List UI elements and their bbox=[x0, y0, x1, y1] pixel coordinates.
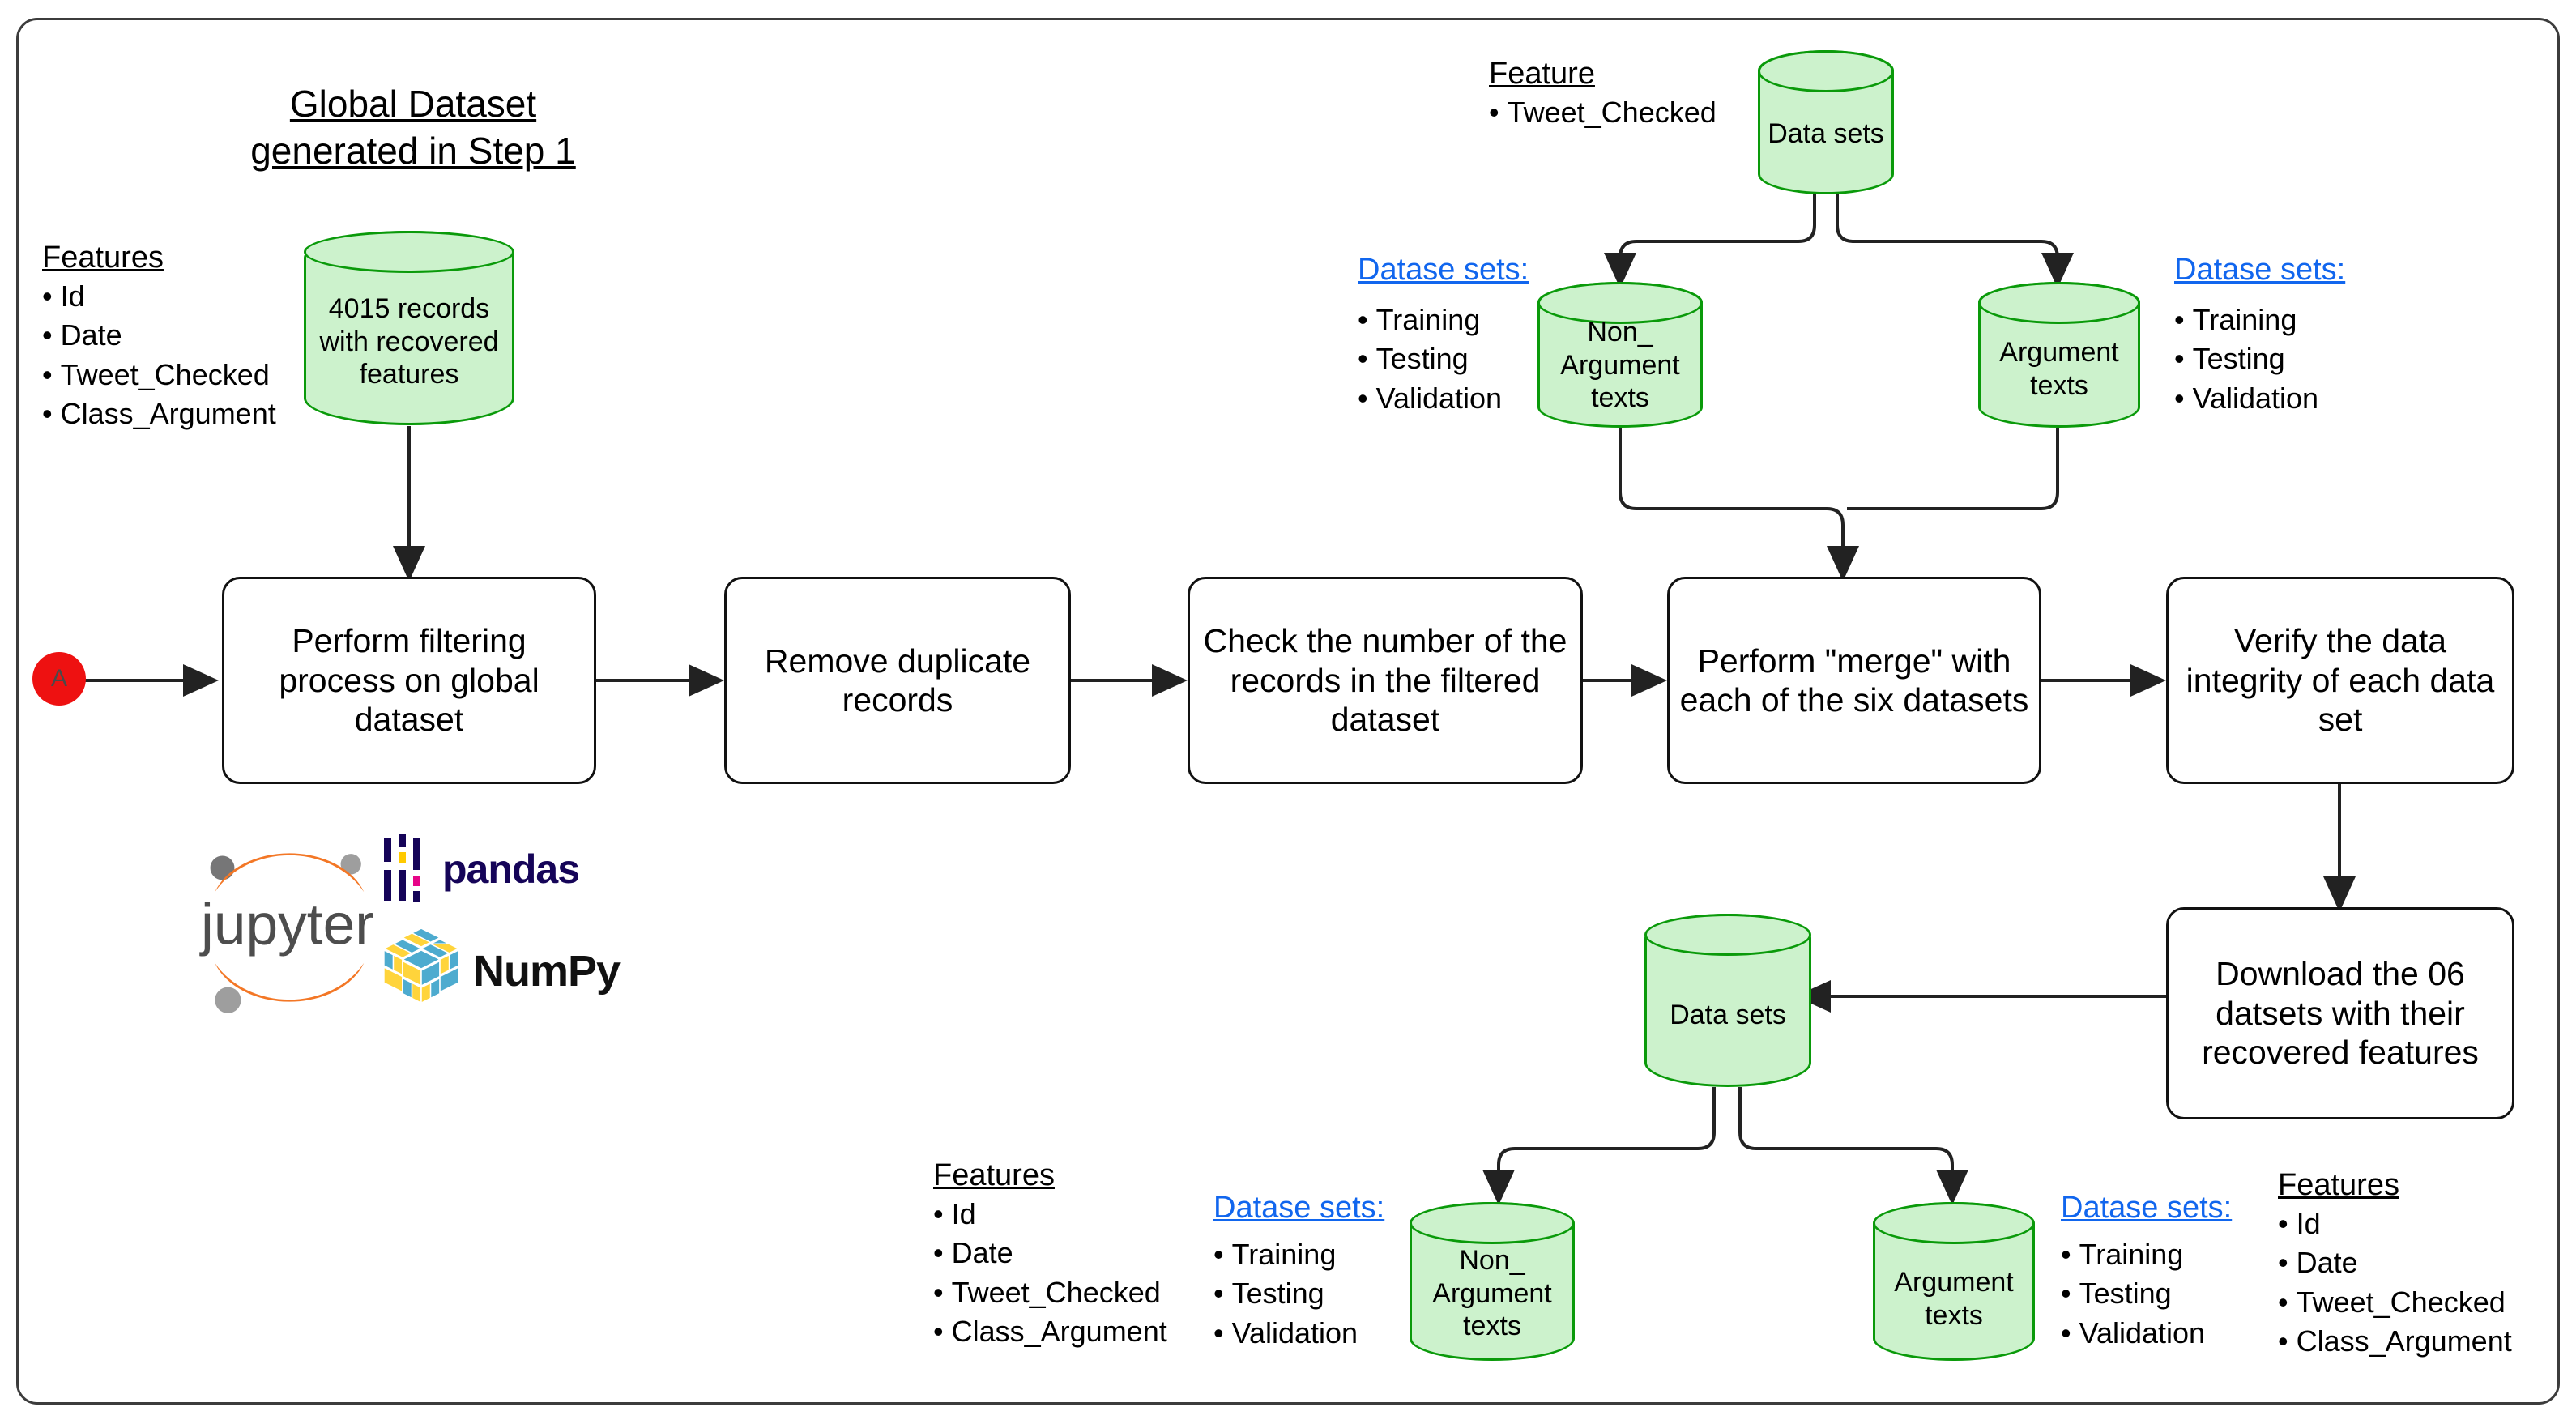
list-item: Validation bbox=[2174, 379, 2345, 418]
left-features-block: Features Id Date Tweet_Checked Class_Arg… bbox=[42, 239, 276, 433]
list-item: Testing bbox=[2061, 1274, 2232, 1313]
jupyter-logo: jupyter bbox=[194, 834, 381, 1021]
process-label: Remove duplicate records bbox=[764, 642, 1031, 718]
cylinder-top-data-sets: Data sets bbox=[1758, 50, 1894, 194]
list-item: Class_Argument bbox=[933, 1312, 1167, 1351]
list-item: Date bbox=[2278, 1243, 2512, 1282]
list-item: Id bbox=[933, 1195, 1167, 1234]
cylinder-cap bbox=[1758, 50, 1894, 92]
top-left-datasets-heading: Datase sets: bbox=[1358, 253, 1529, 287]
list-item: Testing bbox=[2174, 339, 2345, 378]
cylinder-bottom-argument-texts: Argument texts bbox=[1873, 1202, 2035, 1361]
cylinder-cap bbox=[1537, 282, 1703, 324]
cylinder-cap bbox=[304, 231, 514, 273]
cylinder-label: 4015 records with recovered features bbox=[319, 292, 499, 390]
tool-logos-group: jupyter pandas bbox=[194, 826, 621, 1053]
bottom-left-datasets-block: Datase sets: Training Testing Validation bbox=[1213, 1189, 1384, 1353]
list-item: Testing bbox=[1213, 1274, 1384, 1313]
list-item: Tweet_Checked bbox=[42, 356, 276, 394]
bottom-left-datasets-heading: Datase sets: bbox=[1213, 1191, 1385, 1225]
diagram-frame bbox=[16, 18, 2560, 1405]
process-label: Check the number of the records in the f… bbox=[1203, 622, 1567, 739]
process-box-perform-merge[interactable]: Perform "merge" with each of the six dat… bbox=[1667, 577, 2041, 784]
jupyter-wordmark: jupyter bbox=[199, 893, 374, 957]
list-item: Validation bbox=[2061, 1314, 2232, 1353]
process-label: Perform filtering process on global data… bbox=[279, 622, 540, 739]
cylinder-label: Non_ Argument texts bbox=[1432, 1244, 1552, 1342]
list-item: Training bbox=[2174, 301, 2345, 339]
top-right-datasets-list: Training Testing Validation bbox=[2174, 301, 2345, 418]
list-item: Id bbox=[42, 277, 276, 316]
cylinder-label: Data sets bbox=[1670, 999, 1786, 1030]
process-box-verify-integrity[interactable]: Verify the data integrity of each data s… bbox=[2166, 577, 2514, 784]
cylinder-cap bbox=[1873, 1202, 2035, 1244]
left-features-heading: Features bbox=[42, 241, 164, 275]
numpy-logo: NumPy bbox=[382, 927, 621, 1015]
pandas-mark-icon bbox=[382, 834, 431, 904]
cylinder-label: Argument texts bbox=[1999, 337, 2119, 401]
bottom-left-datasets-list: Training Testing Validation bbox=[1213, 1235, 1384, 1353]
list-item: Validation bbox=[1358, 379, 1529, 418]
cylinder-cap bbox=[1410, 1202, 1575, 1244]
list-item: Date bbox=[933, 1234, 1167, 1273]
cylinder-label: Argument texts bbox=[1894, 1267, 2014, 1331]
top-right-datasets-heading: Datase sets: bbox=[2174, 253, 2346, 287]
pandas-wordmark: pandas bbox=[442, 846, 580, 892]
cylinder-top-non-argument-texts: Non_ Argument texts bbox=[1537, 282, 1703, 428]
list-item: Testing bbox=[1358, 339, 1529, 378]
bottom-right-datasets-block: Datase sets: Training Testing Validation bbox=[2061, 1189, 2232, 1353]
list-item: Tweet_Checked bbox=[933, 1273, 1167, 1312]
list-item: Id bbox=[2278, 1204, 2512, 1243]
bottom-left-features-list: Id Date Tweet_Checked Class_Argument bbox=[933, 1195, 1167, 1351]
top-left-datasets-list: Training Testing Validation bbox=[1358, 301, 1529, 418]
bottom-right-features-block: Features Id Date Tweet_Checked Class_Arg… bbox=[2278, 1166, 2512, 1361]
process-label: Download the 06 datsets with their recov… bbox=[2202, 955, 2479, 1072]
top-feature-block: Feature Tweet_Checked bbox=[1489, 55, 1717, 132]
top-right-datasets-block: Datase sets: Training Testing Validation bbox=[2174, 251, 2345, 418]
cylinder-label: Data sets bbox=[1768, 117, 1884, 149]
cylinder-global-dataset: 4015 records with recovered features bbox=[304, 231, 514, 425]
process-box-perform-filtering[interactable]: Perform filtering process on global data… bbox=[222, 577, 596, 784]
list-item: Training bbox=[2061, 1235, 2232, 1274]
bottom-left-features-heading: Features bbox=[933, 1158, 1055, 1192]
list-item: Training bbox=[1213, 1235, 1384, 1274]
page-title: Global Dataset generated in Step 1 bbox=[250, 83, 576, 172]
cylinder-bottom-non-argument-texts: Non_ Argument texts bbox=[1410, 1202, 1575, 1361]
start-node-a[interactable]: A bbox=[32, 652, 86, 706]
bottom-right-features-heading: Features bbox=[2278, 1168, 2399, 1202]
process-box-remove-duplicates[interactable]: Remove duplicate records bbox=[724, 577, 1071, 784]
list-item: Training bbox=[1358, 301, 1529, 339]
list-item: Validation bbox=[1213, 1314, 1384, 1353]
process-label: Verify the data integrity of each data s… bbox=[2186, 622, 2495, 739]
top-feature-heading: Feature bbox=[1489, 57, 1595, 91]
top-feature-list: Tweet_Checked bbox=[1489, 93, 1717, 132]
bottom-right-datasets-list: Training Testing Validation bbox=[2061, 1235, 2232, 1353]
pandas-logo: pandas bbox=[382, 834, 580, 904]
start-node-label: A bbox=[50, 665, 67, 692]
numpy-cube-icon bbox=[382, 927, 460, 1015]
list-item: Tweet_Checked bbox=[2278, 1283, 2512, 1322]
process-box-check-record-count[interactable]: Check the number of the records in the f… bbox=[1188, 577, 1583, 784]
numpy-wordmark: NumPy bbox=[473, 946, 621, 996]
list-item: Class_Argument bbox=[42, 394, 276, 433]
cylinder-cap bbox=[1644, 914, 1811, 956]
bottom-left-features-block: Features Id Date Tweet_Checked Class_Arg… bbox=[933, 1157, 1167, 1351]
cylinder-top-argument-texts: Argument texts bbox=[1978, 282, 2140, 428]
bottom-right-datasets-heading: Datase sets: bbox=[2061, 1191, 2233, 1225]
cylinder-bottom-data-sets: Data sets bbox=[1644, 914, 1811, 1087]
cylinder-cap bbox=[1978, 282, 2140, 324]
list-item: Tweet_Checked bbox=[1489, 93, 1717, 132]
process-label: Perform "merge" with each of the six dat… bbox=[1679, 642, 2029, 718]
cylinder-label: Non_ Argument texts bbox=[1560, 316, 1680, 414]
left-features-list: Id Date Tweet_Checked Class_Argument bbox=[42, 277, 276, 433]
process-box-download-datasets[interactable]: Download the 06 datsets with their recov… bbox=[2166, 907, 2514, 1119]
top-left-datasets-block: Datase sets: Training Testing Validation bbox=[1358, 251, 1529, 418]
list-item: Date bbox=[42, 316, 276, 355]
list-item: Class_Argument bbox=[2278, 1322, 2512, 1361]
bottom-right-features-list: Id Date Tweet_Checked Class_Argument bbox=[2278, 1204, 2512, 1361]
